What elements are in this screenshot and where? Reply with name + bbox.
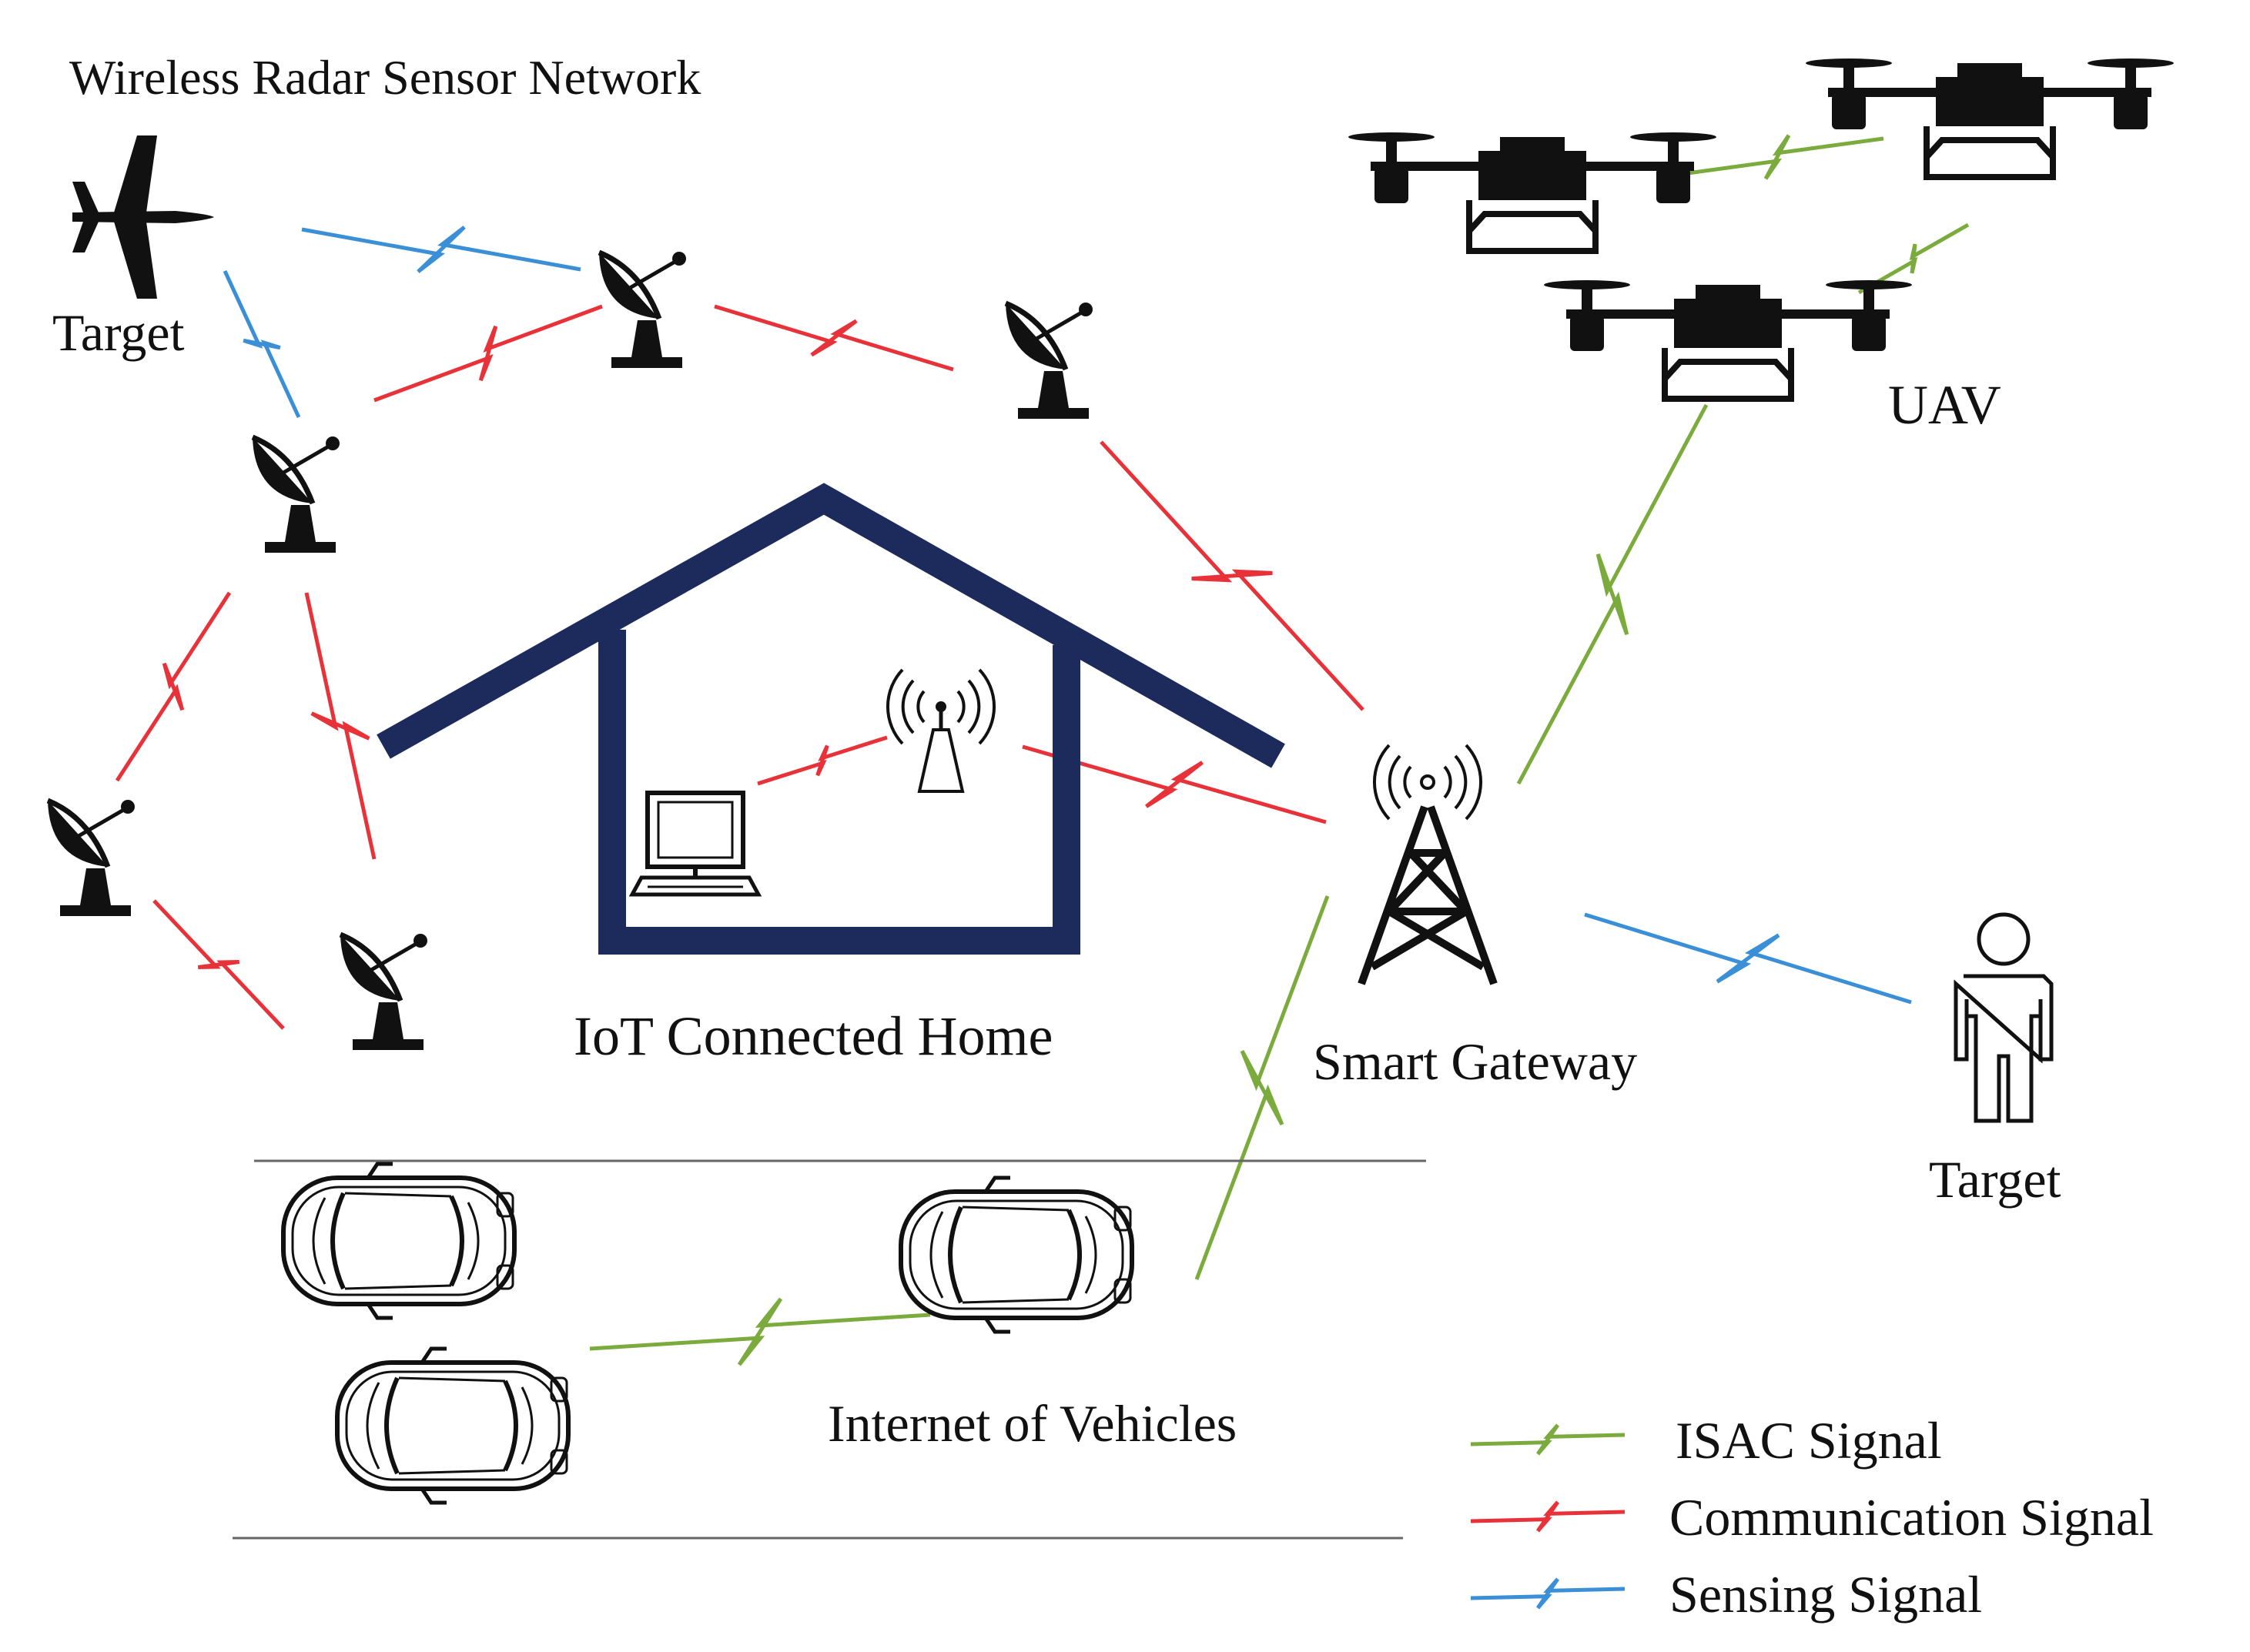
drone-icon	[1348, 132, 1716, 251]
communication-signal-link	[757, 735, 888, 786]
drone-icon	[1544, 280, 1912, 399]
radar-network-title: Wireless Radar Sensor Network	[69, 50, 701, 105]
isac-signal-link	[1516, 403, 1709, 785]
legend-swatch-communication	[1470, 1500, 1626, 1533]
car-icon	[283, 1164, 514, 1318]
tower-icon	[1358, 744, 1498, 985]
vehicles-label: Internet of Vehicles	[828, 1394, 1237, 1453]
radar-dish-icon	[48, 800, 135, 916]
legend-label-sensing: Sensing Signal	[1669, 1565, 1982, 1624]
uav-label: UAV	[1888, 374, 2001, 436]
legend-label-isac: ISAC Signal	[1676, 1411, 1942, 1470]
communication-signal-link	[714, 304, 954, 372]
drone-icon	[1806, 59, 2174, 177]
isac-signal-link	[589, 1297, 931, 1366]
isac-signal-link	[1857, 222, 1970, 295]
signal-links	[115, 134, 1970, 1366]
radar-dish-icon	[253, 436, 340, 553]
gateway-label: Smart Gateway	[1313, 1032, 1637, 1091]
home-label: IoT Connected Home	[574, 1005, 1053, 1067]
radar-dish-icon	[1006, 303, 1093, 419]
car-icon	[901, 1178, 1132, 1332]
car-icon	[337, 1349, 568, 1503]
radar-dish-icon	[340, 934, 427, 1050]
communication-signal-link	[1022, 744, 1327, 824]
sensing-signal-link	[301, 226, 581, 273]
communication-signal-link	[304, 592, 377, 860]
person-target-label: Target	[1929, 1150, 2061, 1209]
computer-icon	[628, 791, 762, 897]
sensing-signal-link	[1584, 912, 1912, 1005]
legend-swatch-sensing	[1470, 1577, 1626, 1610]
legend-swatch-isac	[1470, 1423, 1626, 1456]
legend-label-communication: Communication Signal	[1669, 1488, 2154, 1547]
plane-target-label: Target	[52, 303, 185, 362]
sensing-signal-link	[223, 269, 301, 419]
isac-signal-link	[1670, 134, 1884, 180]
communication-signal-link	[152, 899, 285, 1030]
communication-signal-link	[115, 591, 232, 782]
communication-signal-link	[1100, 440, 1364, 711]
antenna-icon	[886, 668, 996, 793]
plane-icon	[72, 135, 214, 299]
house-icon	[377, 483, 1285, 955]
radar-dish-icon	[599, 252, 686, 368]
person-icon	[1954, 912, 2054, 1123]
isac-signal-link	[1194, 895, 1330, 1280]
communication-signal-link	[373, 304, 603, 403]
